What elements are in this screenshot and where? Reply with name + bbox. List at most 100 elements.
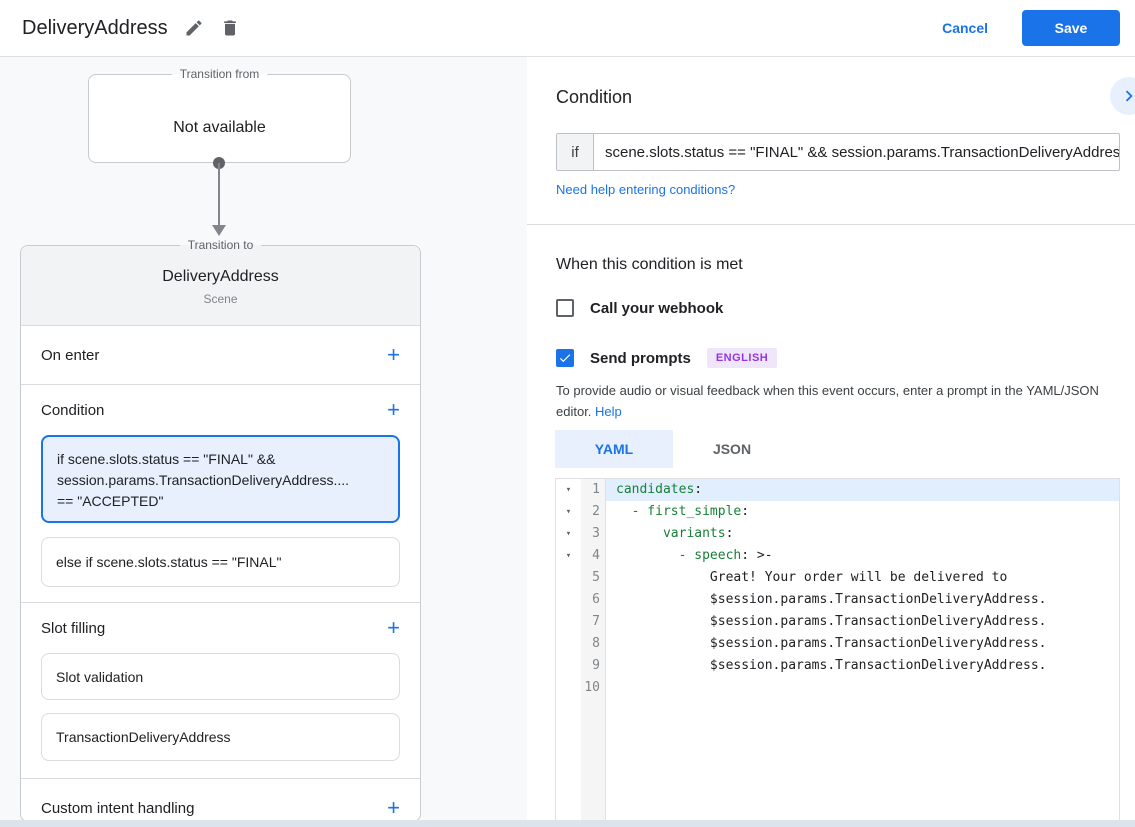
condition-expression-field: if scene.slots.status == "FINAL" && sess… [556,133,1120,171]
prompt-description: To provide audio or visual feedback when… [556,380,1122,422]
scene-card-header: Transition to DeliveryAddress Scene [21,238,420,326]
help-link[interactable]: Help [595,404,622,419]
connector-line [218,163,220,227]
trash-icon [223,20,236,36]
fold-arrow-icon[interactable]: ▾ [565,551,572,561]
slot-filling-section: Slot filling + Slot validation Transacti… [21,603,420,761]
code-line[interactable]: ▾ 1 candidates: [556,479,1119,501]
page-title: DeliveryAddress [22,16,168,39]
scene-type-label: Scene [203,292,238,306]
yaml-key: candidates [616,482,695,497]
line-number: 8 [592,636,600,651]
scene-flow-panel: Transition from Not available Transition… [0,57,527,827]
custom-intent-section[interactable]: Custom intent handling + [21,779,420,827]
panel-divider [527,224,1135,225]
condition-met-title: When this condition is met [556,256,743,273]
checkmark-icon [559,354,571,363]
condition-panel-title: Condition [556,87,633,107]
section-divider [21,778,420,779]
transition-from-box: Transition from Not available [88,67,351,163]
code-line[interactable]: ▾ 3 variants: [556,523,1119,545]
scene-card: Transition to DeliveryAddress Scene On e… [20,238,421,822]
line-number-gutter [581,479,606,826]
webhook-label: Call your webhook [590,299,724,317]
tab-yaml[interactable]: YAML [555,430,673,468]
webhook-checkbox[interactable] [556,299,574,317]
code-line[interactable]: 9 $session.params.TransactionDeliveryAdd… [556,655,1119,677]
add-slot-button[interactable]: + [387,615,400,640]
yaml-key: - first_simple [631,504,742,519]
scene-name: DeliveryAddress [162,268,279,285]
line-number: 3 [592,526,600,541]
horizontal-scrollbar[interactable] [0,820,1135,827]
condition-else-text: else if scene.slots.status == "FINAL" [56,554,282,570]
on-enter-section[interactable]: On enter + [21,326,420,384]
line-number: 1 [592,482,600,497]
slot-parameter-text: TransactionDeliveryAddress [56,729,231,745]
slot-parameter-card[interactable]: TransactionDeliveryAddress [41,713,400,761]
add-condition-button[interactable]: + [387,397,400,422]
section-divider [21,384,420,385]
connector-arrowhead-icon [212,225,226,236]
send-prompts-row[interactable]: Send prompts ENGLISH [556,348,778,368]
fold-arrow-icon [556,633,581,655]
prompt-description-text: To provide audio or visual feedback when… [556,383,1099,419]
send-prompts-label: Send prompts [590,349,691,367]
code-line[interactable]: 6 $session.params.TransactionDeliveryAdd… [556,589,1119,611]
slot-filling-label: Slot filling [41,619,106,637]
line-number: 6 [592,592,600,607]
slot-validation-card[interactable]: Slot validation [41,653,400,700]
transition-from-value: Not available [173,119,266,136]
cancel-button[interactable]: Cancel [942,20,988,36]
add-on-enter-button[interactable]: + [387,342,400,367]
code-line[interactable]: 5 Great! Your order will be delivered to [556,567,1119,589]
yaml-key: - speech [678,548,742,563]
code-line[interactable]: ▾ 4 - speech: >- [556,545,1119,567]
condition-section: Condition + if scene.slots.status == "FI… [21,385,420,587]
editor-tabs: YAML JSON [555,430,791,468]
condition-card-selected[interactable]: if scene.slots.status == "FINAL" && sess… [41,435,400,523]
fold-arrow-icon[interactable]: ▾ [565,507,572,517]
on-enter-label: On enter [41,346,100,364]
code-line[interactable]: ▾ 2 - first_simple: [556,501,1119,523]
yaml-code-editor[interactable]: ▾ 1 candidates: ▾ 2 - first_simple: ▾ 3 … [555,478,1120,827]
fold-arrow-icon[interactable]: ▾ [565,529,572,539]
condition-detail-panel: Condition if scene.slots.status == "FINA… [527,57,1135,827]
fold-arrow-icon [556,655,581,677]
code-line[interactable]: 7 $session.params.TransactionDeliveryAdd… [556,611,1119,633]
condition-line: == "ACCEPTED" [57,493,164,509]
slot-validation-text: Slot validation [56,668,144,685]
line-number: 7 [592,614,600,629]
line-number: 10 [584,680,600,695]
line-number: 9 [592,658,600,673]
fold-arrow-icon [556,567,581,589]
condition-line: session.params.TransactionDeliveryAddres… [57,472,350,488]
call-webhook-row[interactable]: Call your webhook [556,299,723,317]
tab-json[interactable]: JSON [673,430,791,468]
fold-arrow-icon[interactable]: ▾ [565,485,572,495]
save-button[interactable]: Save [1022,10,1120,46]
language-badge: ENGLISH [706,348,778,368]
if-prefix-label: if [557,134,594,170]
transition-to-label: Transition to [179,238,262,252]
edit-scene-button[interactable] [176,10,212,46]
yaml-key: variants [662,526,726,541]
line-number: 5 [592,570,600,585]
chevron-right-icon [1125,90,1133,102]
add-custom-intent-button[interactable]: + [387,795,400,820]
line-number: 2 [592,504,600,519]
section-divider [21,602,420,603]
code-line[interactable]: 8 $session.params.TransactionDeliveryAdd… [556,633,1119,655]
condition-card-else[interactable]: else if scene.slots.status == "FINAL" [41,537,400,587]
fold-arrow-icon [556,677,581,699]
custom-intent-label: Custom intent handling [41,799,195,817]
condition-expression-input[interactable]: scene.slots.status == "FINAL" && session… [605,143,1119,161]
collapse-panel-button[interactable] [1110,77,1135,115]
delete-scene-button[interactable] [212,10,248,46]
code-line[interactable]: 10 [556,677,1119,699]
line-number: 4 [592,548,600,563]
condition-help-link[interactable]: Need help entering conditions? [556,182,736,197]
send-prompts-checkbox[interactable] [556,349,574,367]
pencil-icon [186,20,202,36]
